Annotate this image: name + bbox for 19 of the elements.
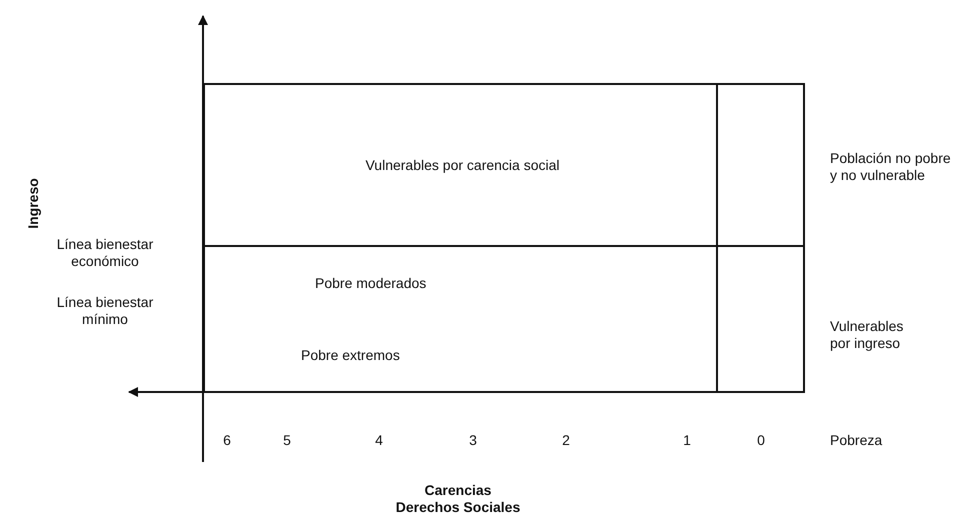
- tick-label: 2: [561, 432, 571, 449]
- region-box: [203, 83, 718, 247]
- tick-label: 0: [756, 432, 766, 449]
- threshold-label: Línea bienestar económico: [56, 236, 154, 270]
- region-box: [716, 83, 805, 247]
- region-label: Vulnerables por ingreso: [830, 318, 904, 352]
- region-label: Vulnerables por carencia social: [364, 157, 561, 174]
- region-label: Pobre extremos: [301, 347, 400, 364]
- axis-label: Pobreza: [830, 432, 882, 449]
- region-label: Pobre moderados: [315, 275, 426, 292]
- tick-label: 5: [282, 432, 292, 449]
- axis-title: Ingreso: [24, 178, 42, 229]
- tick-label: 1: [682, 432, 692, 449]
- tick-label: 3: [468, 432, 478, 449]
- threshold-label: Línea bienestar mínimo: [56, 294, 154, 328]
- region-label: Población no pobre y no vulnerable: [830, 150, 952, 184]
- axis-title: Carencias Derechos Sociales: [394, 482, 522, 516]
- tick-label: 6: [222, 432, 232, 449]
- tick-label: 4: [374, 432, 384, 449]
